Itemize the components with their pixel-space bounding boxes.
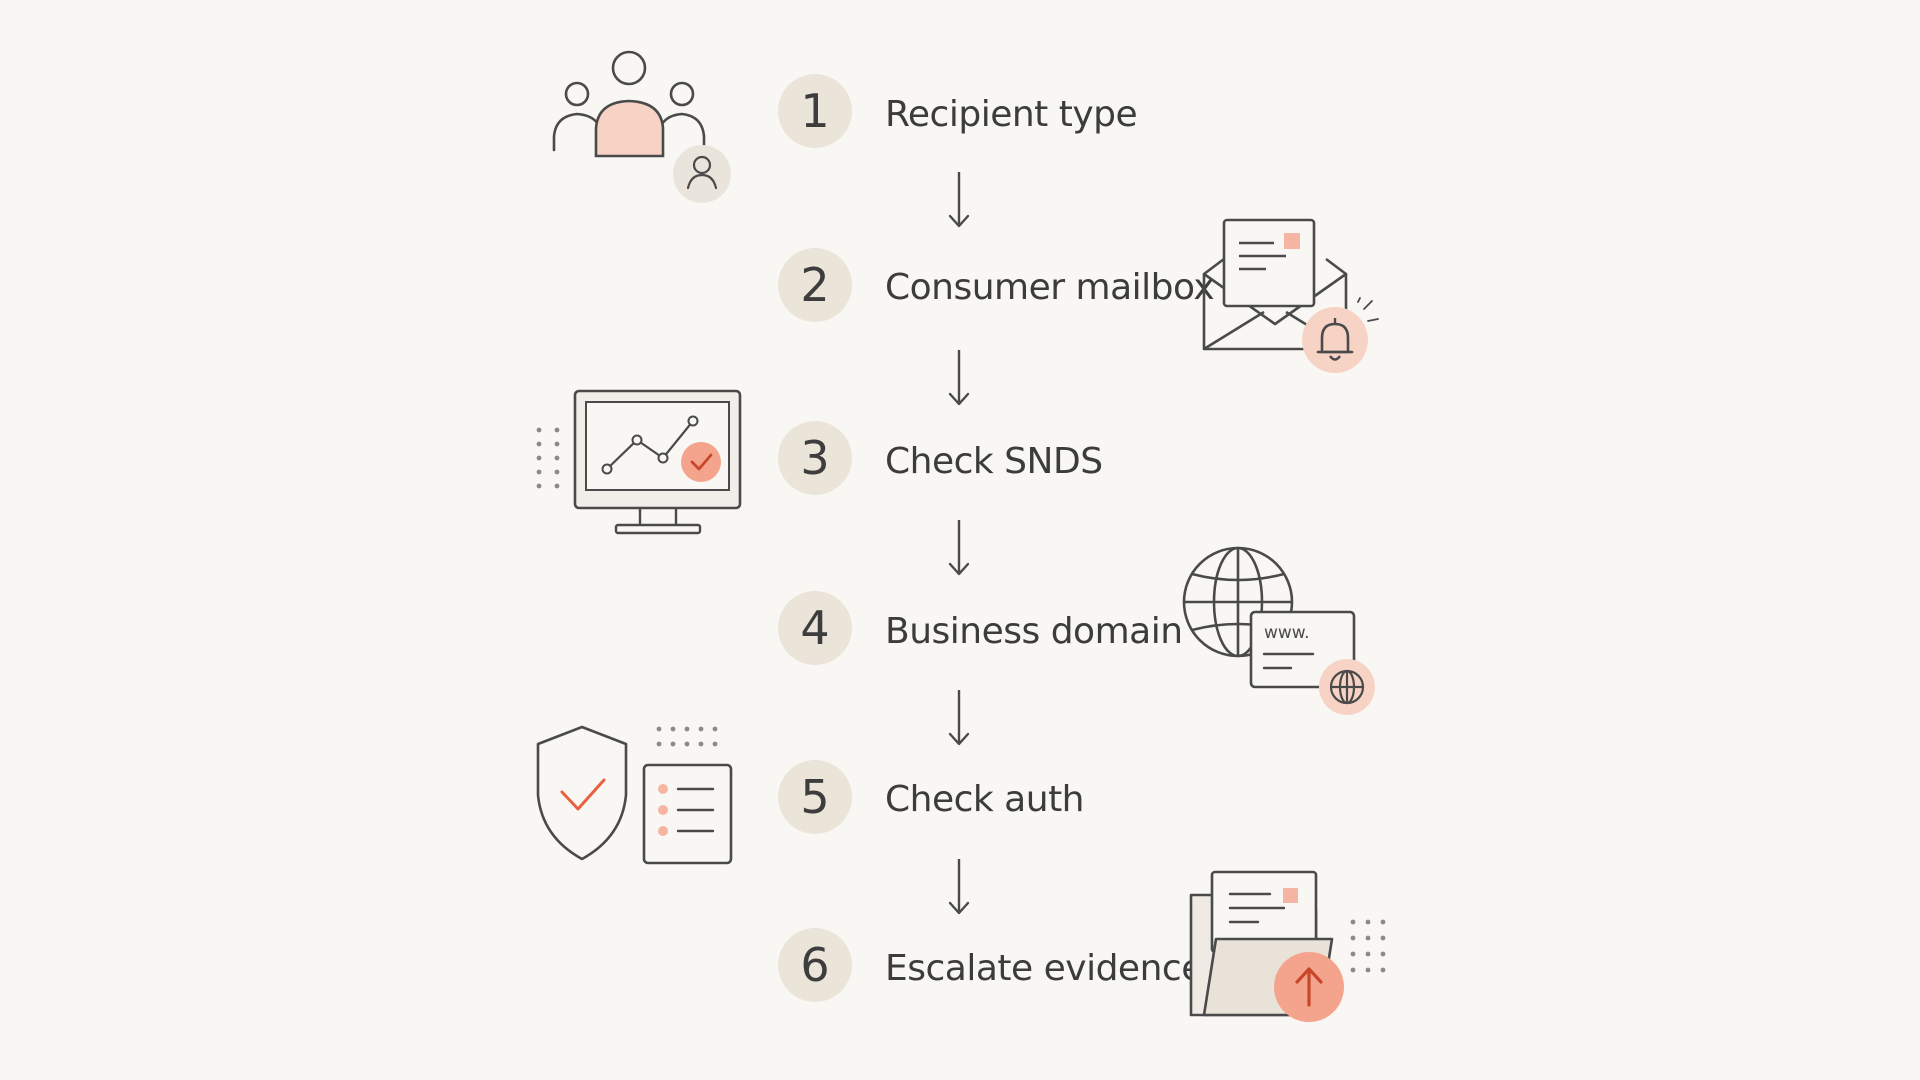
monitor-chart-icon — [536, 389, 742, 535]
shield-checklist-icon — [536, 725, 733, 865]
www-label: www. — [1264, 623, 1310, 643]
step-5-label: Check auth — [885, 779, 1085, 820]
arrow-down-icon — [948, 172, 970, 228]
arrow-down-icon — [948, 690, 970, 746]
step-4-label: Business domain — [885, 611, 1183, 652]
folder-upload-icon — [1189, 870, 1386, 1022]
globe-domain-icon: www. — [1182, 546, 1375, 715]
step-2-number: 2 — [778, 248, 852, 322]
step-1-number: 1 — [778, 74, 852, 148]
users-icon — [552, 50, 731, 203]
step-1-label: Recipient type — [885, 94, 1138, 135]
arrow-down-icon — [948, 859, 970, 915]
step-6-label: Escalate evidence — [885, 948, 1203, 989]
step-6-number: 6 — [778, 928, 852, 1002]
step-5-number: 5 — [778, 760, 852, 834]
arrow-down-icon — [948, 520, 970, 576]
step-3-number: 3 — [778, 421, 852, 495]
step-4-number: 4 — [778, 591, 852, 665]
arrow-down-icon — [948, 350, 970, 406]
mail-notification-icon — [1202, 218, 1379, 373]
step-2-label: Consumer mailbox — [885, 267, 1215, 308]
step-3-label: Check SNDS — [885, 441, 1103, 482]
